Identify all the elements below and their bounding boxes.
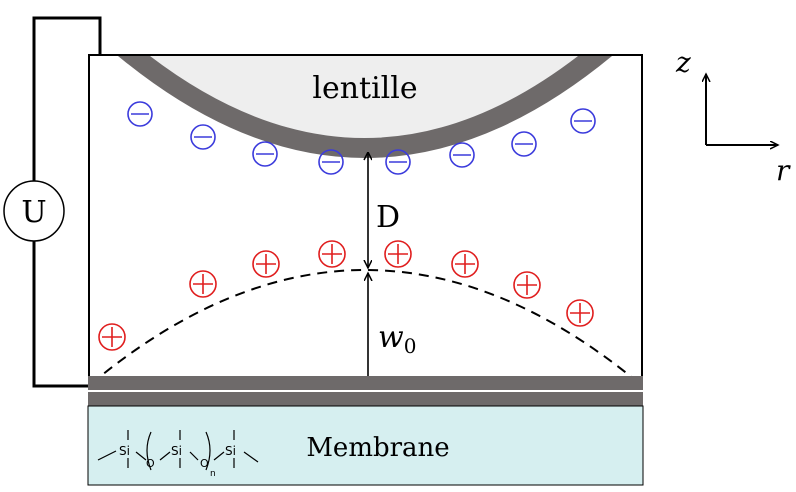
deflection-label-sub: 0 <box>404 334 417 358</box>
positive-charge <box>318 240 346 268</box>
electrode-separator <box>88 390 643 393</box>
negative-charge <box>511 131 537 157</box>
deflection-label-base: w <box>378 320 404 355</box>
lens-body <box>150 56 578 138</box>
positive-charge <box>451 250 479 278</box>
pdms-si-left: Si <box>119 444 130 458</box>
positive-charge <box>189 270 217 298</box>
negative-charge <box>449 142 475 168</box>
negative-charge <box>127 101 153 127</box>
lens-coating <box>118 56 612 158</box>
bottom-electrode <box>88 376 643 390</box>
pdms-o-right: O <box>200 457 209 470</box>
negative-charge <box>570 108 596 134</box>
coordinate-axes <box>706 74 778 145</box>
positive-charge <box>98 323 126 351</box>
pdms-structure <box>97 430 259 471</box>
electrode-base <box>88 392 643 406</box>
negative-charge <box>190 124 216 150</box>
voltage-source-label: U <box>21 195 46 230</box>
lens-label: lentille <box>312 71 417 106</box>
pdms-si-middle: Si <box>171 444 182 458</box>
membrane-label: Membrane <box>306 433 449 463</box>
r-axis-label: r <box>776 154 791 187</box>
deflection-label: w0 <box>378 320 416 358</box>
pdms-si-right: Si <box>225 444 236 458</box>
z-axis-label: z <box>675 46 691 79</box>
negative-charge <box>252 141 278 167</box>
positive-charge <box>513 271 541 299</box>
gap-label: D <box>376 200 400 235</box>
pdms-labels: Si O Si n O Si <box>119 444 236 479</box>
positive-charges <box>98 240 594 351</box>
positive-charge <box>384 240 412 268</box>
pdms-o-left: O <box>146 457 155 470</box>
positive-charge <box>566 299 594 327</box>
negative-charge <box>385 149 411 175</box>
positive-charge <box>252 250 280 278</box>
circuit-wire <box>32 16 102 388</box>
negative-charge <box>318 149 344 175</box>
membrane-block <box>87 405 644 486</box>
negative-charges <box>127 101 596 175</box>
membrane-deflection-curve <box>90 269 641 385</box>
pdms-subscript-n: n <box>210 469 216 479</box>
voltage-source <box>3 180 65 242</box>
